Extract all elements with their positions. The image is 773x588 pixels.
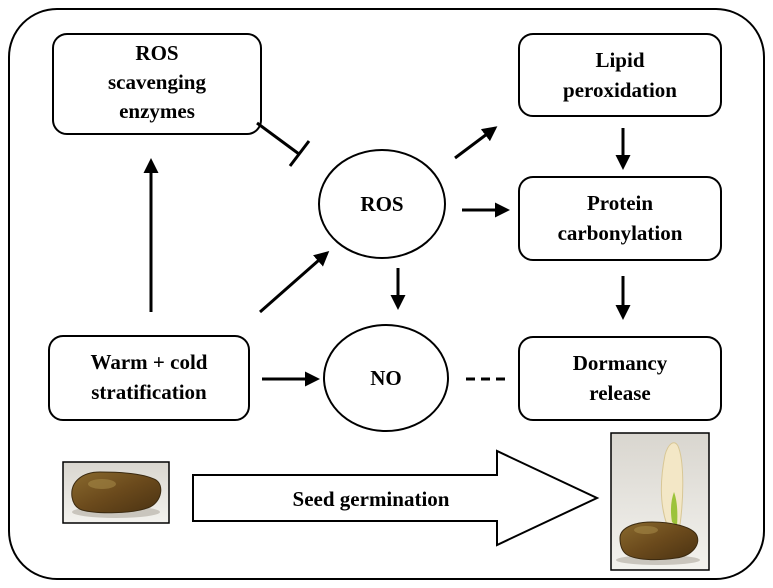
node-ros-scavenging-enzymes: ROS scavenging enzymes	[52, 33, 262, 135]
ros-scavenging-line-3: enzymes	[119, 99, 195, 123]
dormancy-release-line-1: Dormancy	[573, 351, 668, 375]
dormant-seed-photo	[62, 461, 170, 524]
node-warm-cold-stratification: Warm + cold stratification	[48, 335, 250, 421]
germinated-seed-photo	[610, 432, 710, 571]
ros-scavenging-line-2: scavenging	[108, 70, 207, 94]
lipid-peroxidation-line-1: Lipid	[595, 48, 644, 72]
node-dormancy-release: Dormancy release	[518, 336, 722, 421]
warm-cold-line-1: Warm + cold	[91, 350, 208, 374]
dormancy-release-line-2: release	[589, 381, 650, 405]
protein-carbonylation-line-1: Protein	[587, 191, 653, 215]
seed-germination-arrow: Seed germination	[192, 449, 600, 547]
edge-ros-to-lipid-peroxidation	[454, 126, 498, 160]
node-lipid-peroxidation: Lipid peroxidation	[518, 33, 722, 117]
warm-cold-line-2: stratification	[91, 380, 207, 404]
ros-scavenging-line-1: ROS	[135, 41, 178, 65]
node-protein-carbonylation: Protein carbonylation	[518, 176, 722, 261]
edge-warm-cold-to-ros	[259, 251, 330, 314]
protein-carbonylation-line-2: carbonylation	[558, 221, 683, 245]
outer-frame	[8, 8, 765, 580]
node-ros: ROS	[318, 149, 446, 259]
node-no: NO	[323, 324, 449, 432]
edge-ros-scavenging-inhibits-ros	[256, 121, 311, 167]
lipid-peroxidation-line-2: peroxidation	[563, 78, 677, 102]
ros-label: ROS	[360, 192, 403, 216]
seed-germination-label: Seed germination	[293, 487, 450, 511]
no-label: NO	[370, 366, 402, 390]
